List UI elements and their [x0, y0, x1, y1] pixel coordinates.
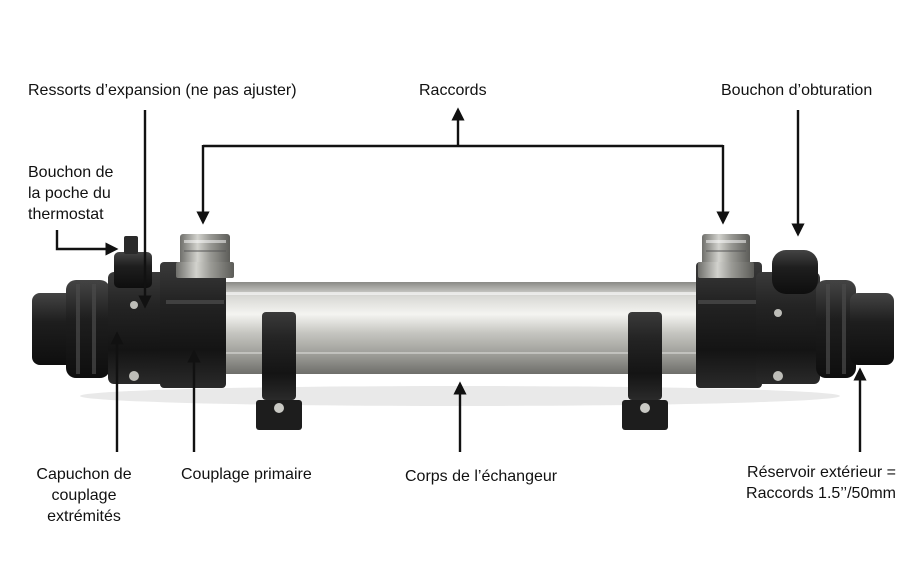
- exchanger-shell: [218, 282, 704, 374]
- right-outer-port: [850, 293, 894, 365]
- label-bouchon-obturation: Bouchon d’obturation: [721, 82, 873, 99]
- left-bracket: [262, 312, 296, 400]
- right-bracket: [628, 312, 662, 400]
- callout-arrows: [55, 107, 867, 452]
- label-bouchon-thermostat: Bouchon de la poche du thermostat: [28, 162, 148, 225]
- label-line: extrémités: [47, 508, 121, 525]
- label-capuchon: Capuchon de couplage extrémités: [24, 464, 144, 527]
- thermostat-arrow: [55, 230, 119, 256]
- right-coupling: [696, 262, 762, 388]
- label-line: couplage: [51, 487, 117, 504]
- label-corps: Corps de l’échangeur: [405, 468, 558, 485]
- heat-exchanger-body: [32, 234, 894, 430]
- label-line: thermostat: [28, 206, 104, 223]
- label-line: Raccords 1.5’’/50mm: [746, 485, 896, 502]
- label-ressorts: Ressorts d’expansion (ne pas ajuster): [28, 82, 297, 99]
- label-line: Réservoir extérieur =: [747, 464, 896, 481]
- thermostat-plug: [114, 252, 152, 288]
- label-line: Capuchon de: [36, 466, 132, 483]
- blanking-plug: [772, 250, 818, 294]
- label-couplage-primaire: Couplage primaire: [181, 466, 312, 483]
- label-line: la poche du: [28, 185, 111, 202]
- label-line: Bouchon de: [28, 164, 114, 181]
- label-raccords: Raccords: [419, 82, 487, 99]
- left-outer-port: [32, 293, 74, 365]
- label-reservoir: Réservoir extérieur = Raccords 1.5’’/50m…: [700, 462, 896, 504]
